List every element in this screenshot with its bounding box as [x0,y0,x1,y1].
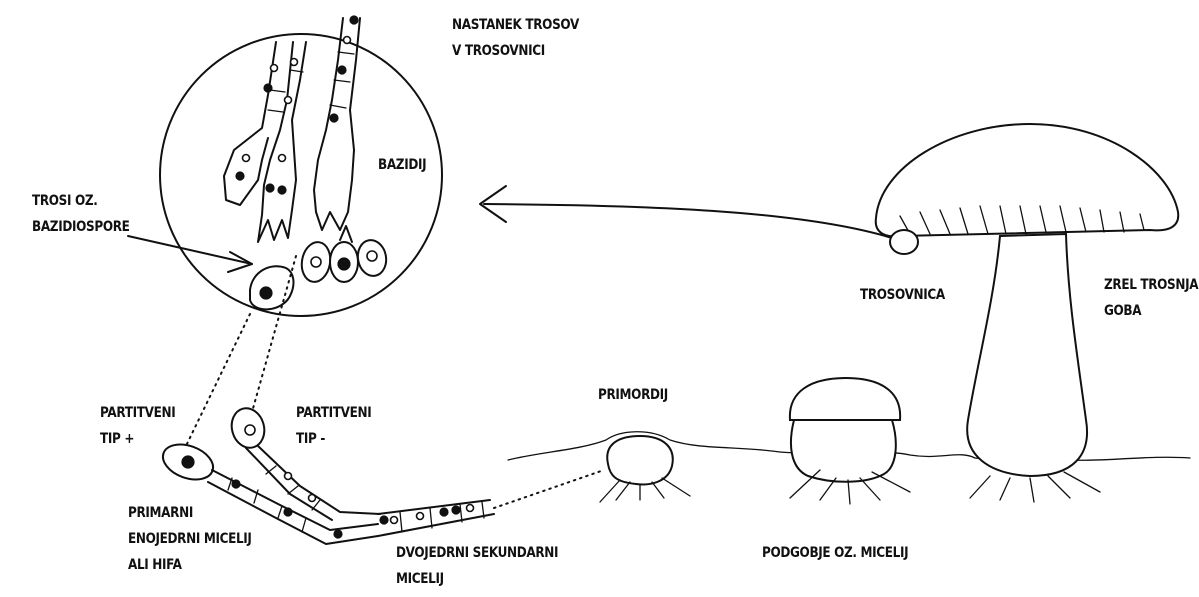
label-nastanek-line1: NASTANEK TROSOV [452,12,579,38]
label-partitveni-plus-line2: TIP + [100,426,175,452]
young-fruiting-body [790,378,910,504]
label-primordij: PRIMORDIJ [598,382,668,408]
label-dvojedrni-line1: DVOJEDRNI SEKUNDARNI [396,540,558,566]
label-primarni-line1: PRIMARNI [128,500,252,526]
label-primarni-line2: ENOJEDRNI MICELIJ [128,526,252,552]
label-partitveni-plus-line1: PARTITVENI [100,400,175,426]
label-trosovnica: TROSOVNICA [860,282,945,308]
label-dvojedrni-line2: MICELIJ [396,566,558,592]
label-partitveni-minus: PARTITVENI TIP - [296,400,371,452]
label-podgobje-text: PODGOBJE OZ. MICELIJ [762,540,908,566]
label-partitveni-minus-line2: TIP - [296,426,371,452]
trosovnica-arrow [484,204,892,238]
label-zrel-line1: ZREL TROSNJAK [1104,272,1199,298]
label-trosi-line1: TROSI OZ. [32,188,130,214]
label-nastanek-trosov: NASTANEK TROSOV V TROSOVNICI [452,12,579,64]
spore-pointer-arrow [128,236,252,264]
primordium [600,436,690,502]
label-trosovnica-text: TROSOVNICA [860,282,945,308]
label-partitveni-minus-line1: PARTITVENI [296,400,371,426]
label-bazidij-text: BAZIDIJ [378,152,426,178]
label-zrel-line2: GOBA [1104,298,1199,324]
label-dvojedrni-micelij: DVOJEDRNI SEKUNDARNI MICELIJ [396,540,558,592]
label-zrel-trosnjak: ZREL TROSNJAK GOBA [1104,272,1199,324]
label-primarni-micelij: PRIMARNI ENOJEDRNI MICELIJ ALI HIFA [128,500,252,578]
label-nastanek-line2: V TROSOVNICI [452,38,579,64]
label-primordij-text: PRIMORDIJ [598,382,668,408]
label-podgobje: PODGOBJE OZ. MICELIJ [762,540,908,566]
label-trosi: TROSI OZ. BAZIDIOSPORE [32,188,130,240]
label-bazidij: BAZIDIJ [378,152,426,178]
label-primarni-line3: ALI HIFA [128,552,252,578]
label-partitveni-plus: PARTITVENI TIP + [100,400,175,452]
label-trosi-line2: BAZIDIOSPORE [32,214,130,240]
